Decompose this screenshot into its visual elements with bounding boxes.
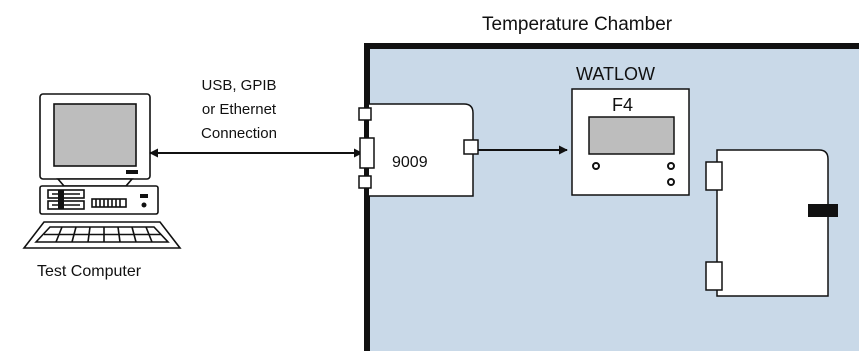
test-computer-icon (22, 93, 182, 249)
watlow-f4-controller (571, 88, 690, 196)
connection-label-line3: Connection (201, 125, 277, 142)
chamber-title: Temperature Chamber (482, 14, 673, 35)
device-9009-label: 9009 (392, 154, 428, 171)
chamber-door (705, 149, 838, 297)
controller-brand-label: WATLOW (576, 64, 655, 84)
connection-label-line1: USB, GPIB (201, 77, 277, 94)
device-9009 (358, 103, 479, 197)
controller-model-label: F4 (612, 95, 634, 115)
connection-label-line2: or Ethernet (201, 101, 277, 118)
test-computer-label: Test Computer (37, 263, 142, 280)
